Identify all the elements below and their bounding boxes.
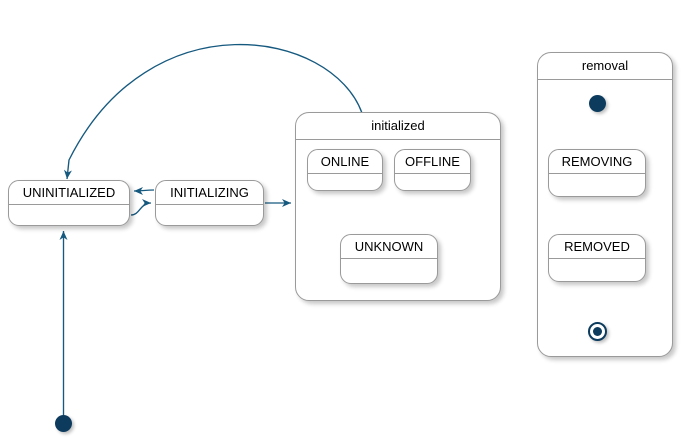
state-compartment xyxy=(308,174,382,190)
state-label: INITIALIZING xyxy=(156,181,263,205)
state-label: ONLINE xyxy=(308,150,382,174)
state-initializing[interactable]: INITIALIZING xyxy=(155,180,264,226)
state-label: REMOVING xyxy=(549,150,645,174)
composite-state-body xyxy=(538,80,672,356)
state-compartment xyxy=(549,259,645,281)
state-online[interactable]: ONLINE xyxy=(307,149,383,191)
composite-state-removal[interactable]: removal xyxy=(537,52,673,357)
state-label: OFFLINE xyxy=(395,150,470,174)
state-compartment xyxy=(549,174,645,196)
composite-state-label: removal xyxy=(538,53,672,80)
state-label: UNINITIALIZED xyxy=(9,181,129,205)
state-label: REMOVED xyxy=(549,235,645,259)
composite-state-label: initialized xyxy=(296,113,500,140)
final-state-node-removal[interactable] xyxy=(588,322,607,341)
initial-state-node-main[interactable] xyxy=(55,415,72,432)
state-unknown[interactable]: UNKNOWN xyxy=(340,234,438,284)
state-offline[interactable]: OFFLINE xyxy=(394,149,471,191)
state-compartment xyxy=(341,259,437,283)
state-compartment xyxy=(156,205,263,225)
state-uninitialized[interactable]: UNINITIALIZED xyxy=(8,180,130,226)
state-compartment xyxy=(395,174,470,190)
state-compartment xyxy=(9,205,129,225)
initial-state-node-removal[interactable] xyxy=(589,95,606,112)
transition-initializing-to-uninitialized xyxy=(133,186,155,195)
state-removed[interactable]: REMOVED xyxy=(548,234,646,282)
transition-uninitialized-to-initializing xyxy=(130,199,152,216)
state-label: UNKNOWN xyxy=(341,235,437,259)
state-removing[interactable]: REMOVING xyxy=(548,149,646,197)
